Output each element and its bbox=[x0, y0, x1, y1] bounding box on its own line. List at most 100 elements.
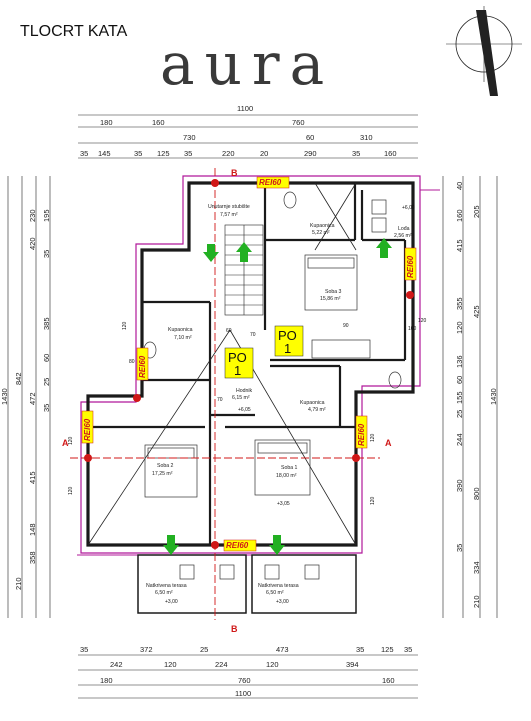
po-tag: PO 1 bbox=[274, 325, 304, 357]
room-area: 7,10 m² bbox=[174, 335, 192, 341]
side-dimension-lines bbox=[7, 176, 498, 618]
room-name: Kupaonica bbox=[300, 400, 325, 406]
dim-top: 220 bbox=[222, 149, 235, 158]
elevation-mark: +3,00 bbox=[276, 599, 289, 605]
brand-logo: aura bbox=[160, 30, 334, 98]
dim-right: 425 bbox=[472, 305, 481, 318]
building-boundary bbox=[80, 175, 421, 554]
furniture bbox=[143, 191, 402, 580]
opening-dim: 120 bbox=[370, 496, 376, 505]
dim-left: 385 bbox=[42, 317, 51, 330]
dim-bottom: 760 bbox=[238, 676, 251, 685]
svg-text:REI60: REI60 bbox=[138, 355, 147, 378]
room-name: Soba 3 bbox=[325, 289, 342, 295]
dim-left: 230 bbox=[28, 209, 37, 222]
fire-tag: REI60 bbox=[404, 247, 417, 281]
dim-bottom: 473 bbox=[276, 645, 289, 654]
fire-tag: REI60 bbox=[223, 539, 257, 552]
elevation-mark: +3,05 bbox=[277, 501, 290, 507]
room-name: Hodnik bbox=[236, 388, 253, 394]
dim-top: 160 bbox=[384, 149, 397, 158]
dim-left: 25 bbox=[42, 378, 51, 386]
dim-left: 35 bbox=[42, 404, 51, 412]
dim-right: 136 bbox=[455, 355, 464, 368]
dim-right: 355 bbox=[455, 297, 464, 310]
section-label: B bbox=[231, 624, 238, 634]
dim-left: 148 bbox=[28, 523, 37, 536]
opening-dim: 80 bbox=[129, 359, 135, 365]
dim-bottom: 125 bbox=[381, 645, 394, 654]
dim-left-overall: 1430 bbox=[0, 388, 9, 405]
room-area: 2,56 m² bbox=[394, 233, 412, 239]
room-name: Unutarnje stubište bbox=[208, 204, 250, 210]
stairs bbox=[224, 224, 264, 316]
dim-left: 358 bbox=[28, 551, 37, 564]
dim-left: 210 bbox=[14, 577, 23, 590]
opening-dim: 100 bbox=[408, 326, 417, 332]
svg-text:REI60: REI60 bbox=[406, 255, 415, 278]
svg-text:REI60: REI60 bbox=[259, 178, 282, 187]
dim-bottom: 224 bbox=[215, 660, 228, 669]
opening-dim: 120 bbox=[122, 321, 128, 330]
dim-left: 195 bbox=[42, 209, 51, 222]
room-name: Natkrivena terasa bbox=[146, 583, 187, 589]
room-name: Natkrivena terasa bbox=[258, 583, 299, 589]
dim-bottom: 242 bbox=[110, 660, 123, 669]
dim-right: 155 bbox=[455, 391, 464, 404]
dim-bottom: 35 bbox=[404, 645, 412, 654]
dim-right: 35 bbox=[455, 544, 464, 552]
svg-text:PO: PO bbox=[278, 328, 297, 343]
bed bbox=[304, 254, 358, 311]
room-name: Soba 1 bbox=[281, 465, 298, 471]
room-area: 5,22 m² bbox=[312, 230, 330, 236]
bed bbox=[254, 439, 311, 496]
dim-bottom: 35 bbox=[80, 645, 88, 654]
dim-right: 244 bbox=[455, 433, 464, 446]
bed bbox=[144, 444, 198, 498]
opening-dim: 120 bbox=[418, 318, 427, 324]
room-name: Soba 2 bbox=[157, 463, 174, 469]
room-name: Kupaonica bbox=[168, 327, 193, 333]
fire-tag: REI60 bbox=[256, 176, 290, 189]
dim-right: 800 bbox=[472, 487, 481, 500]
elevation-mark: +6,05 bbox=[238, 407, 251, 413]
dim-left: 842 bbox=[14, 372, 23, 385]
north-arrow-icon bbox=[446, 6, 522, 96]
dim-bottom: 25 bbox=[200, 645, 208, 654]
opening-dim: 120 bbox=[68, 436, 74, 445]
dim-right: 415 bbox=[455, 239, 464, 252]
dim-bottom: 160 bbox=[382, 676, 395, 685]
dim-right: 120 bbox=[455, 321, 464, 334]
terraces bbox=[137, 554, 357, 614]
dim-bottom: 35 bbox=[356, 645, 364, 654]
dim-top: 145 bbox=[98, 149, 111, 158]
dim-left: 60 bbox=[42, 354, 51, 362]
room-area: 17,25 m² bbox=[152, 471, 173, 477]
dim-top: 760 bbox=[292, 118, 305, 127]
room-area: 4,79 m² bbox=[308, 407, 326, 413]
dim-top: 35 bbox=[80, 149, 88, 158]
dim-bottom: 120 bbox=[266, 660, 279, 669]
fire-tag: REI60 bbox=[81, 410, 94, 444]
dim-right: 60 bbox=[455, 376, 464, 384]
svg-text:1: 1 bbox=[284, 341, 291, 356]
dim-bottom-overall: 1100 bbox=[235, 689, 251, 698]
dim-top-overall: 1100 bbox=[237, 104, 253, 113]
dim-top: 60 bbox=[306, 133, 314, 142]
dim-bottom: 372 bbox=[140, 645, 153, 654]
dim-left: 472 bbox=[28, 392, 37, 405]
opening-dim: 120 bbox=[68, 486, 74, 495]
dim-top: 35 bbox=[352, 149, 360, 158]
dim-top: 35 bbox=[184, 149, 192, 158]
room-area: 6,50 m² bbox=[266, 590, 284, 596]
dim-top: 160 bbox=[152, 118, 165, 127]
dim-right: 205 bbox=[472, 205, 481, 218]
svg-text:REI60: REI60 bbox=[226, 541, 249, 550]
room-name: Kupaonica bbox=[310, 223, 335, 229]
dim-right: 1430 bbox=[489, 388, 498, 405]
elevation-mark: +6,00 bbox=[402, 205, 415, 211]
section-label: A bbox=[385, 438, 392, 448]
dim-top: 125 bbox=[157, 149, 170, 158]
dim-right: 25 bbox=[455, 410, 464, 418]
interior-walls bbox=[88, 183, 407, 545]
